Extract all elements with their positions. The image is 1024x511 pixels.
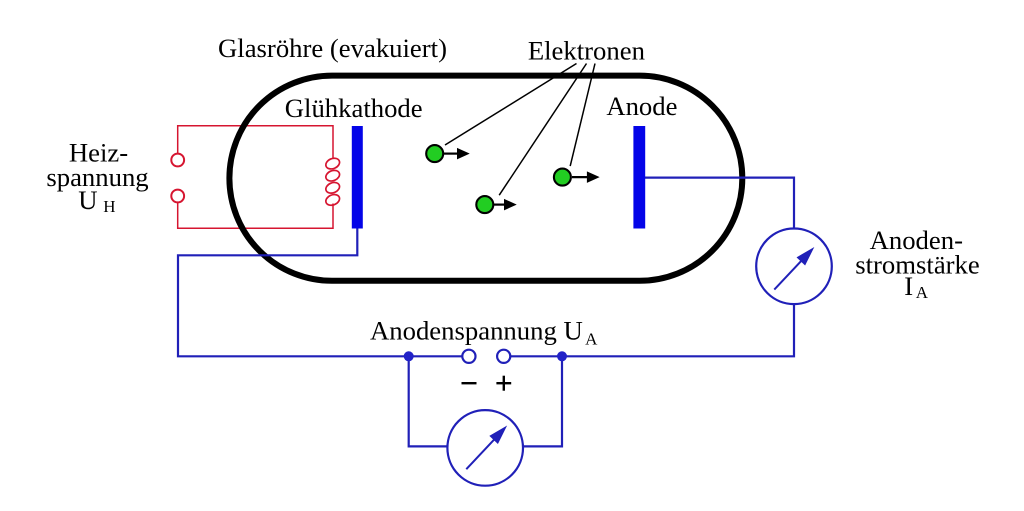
svg-text:Anoden-: Anoden- bbox=[870, 225, 963, 255]
svg-text:stromstärke: stromstärke bbox=[855, 250, 980, 280]
svg-text:Elektronen: Elektronen bbox=[528, 36, 645, 66]
svg-text:spannung: spannung bbox=[46, 162, 148, 192]
svg-text:Glasröhre (evakuiert): Glasröhre (evakuiert) bbox=[218, 33, 447, 63]
svg-text:Glühkathode: Glühkathode bbox=[285, 93, 423, 123]
svg-text:Anode: Anode bbox=[606, 91, 677, 121]
svg-text:Heiz-: Heiz- bbox=[69, 137, 128, 167]
svg-text:Anodenspannung UA: Anodenspannung UA bbox=[370, 316, 598, 349]
